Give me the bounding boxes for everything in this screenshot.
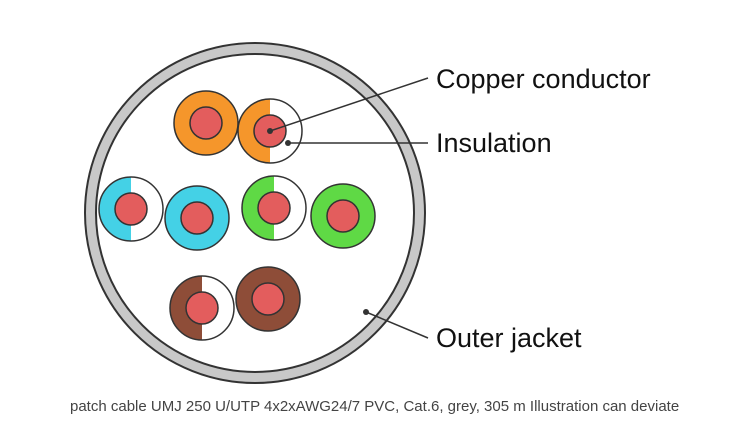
copper-conductor	[185, 291, 219, 325]
copper-conductor	[257, 191, 291, 225]
copper-conductor	[251, 282, 285, 316]
leader-lines	[267, 77, 429, 339]
green-solid-wire	[310, 183, 376, 249]
brown-pair	[169, 266, 301, 341]
outer-jacket-label: Outer jacket	[436, 323, 582, 353]
copper-conductor	[180, 201, 214, 235]
orange-solid-wire	[173, 90, 239, 156]
blue-pair	[98, 176, 230, 251]
insulation-outline	[241, 175, 307, 241]
image-caption: patch cable UMJ 250 U/UTP 4x2xAWG24/7 PV…	[70, 398, 680, 415]
outer-jacket-leader	[365, 311, 429, 339]
brown-white-striped-wire	[169, 275, 235, 341]
green-pair	[241, 175, 376, 249]
orange-pair	[173, 90, 303, 164]
copper-conductor	[114, 192, 148, 226]
green-white-striped-wire	[241, 175, 307, 241]
copper-conductor	[326, 199, 360, 233]
insulation-outline	[169, 275, 235, 341]
insulation-dot	[285, 140, 291, 146]
cable-cross-section-diagram: Copper conductor Insulation Outer jacket	[84, 42, 651, 384]
copper-conductor	[189, 106, 223, 140]
insulation-label: Insulation	[436, 128, 552, 158]
copper-conductor-dot	[267, 128, 273, 134]
insulation-outline	[237, 98, 303, 164]
outer-jacket-dot	[363, 309, 369, 315]
insulation-outline	[98, 176, 164, 242]
copper-conductor-label: Copper conductor	[436, 64, 651, 94]
blue-solid-wire	[164, 185, 230, 251]
copper-conductor-leader	[269, 77, 429, 132]
brown-solid-wire	[235, 266, 301, 332]
blue-white-striped-wire	[98, 176, 164, 242]
